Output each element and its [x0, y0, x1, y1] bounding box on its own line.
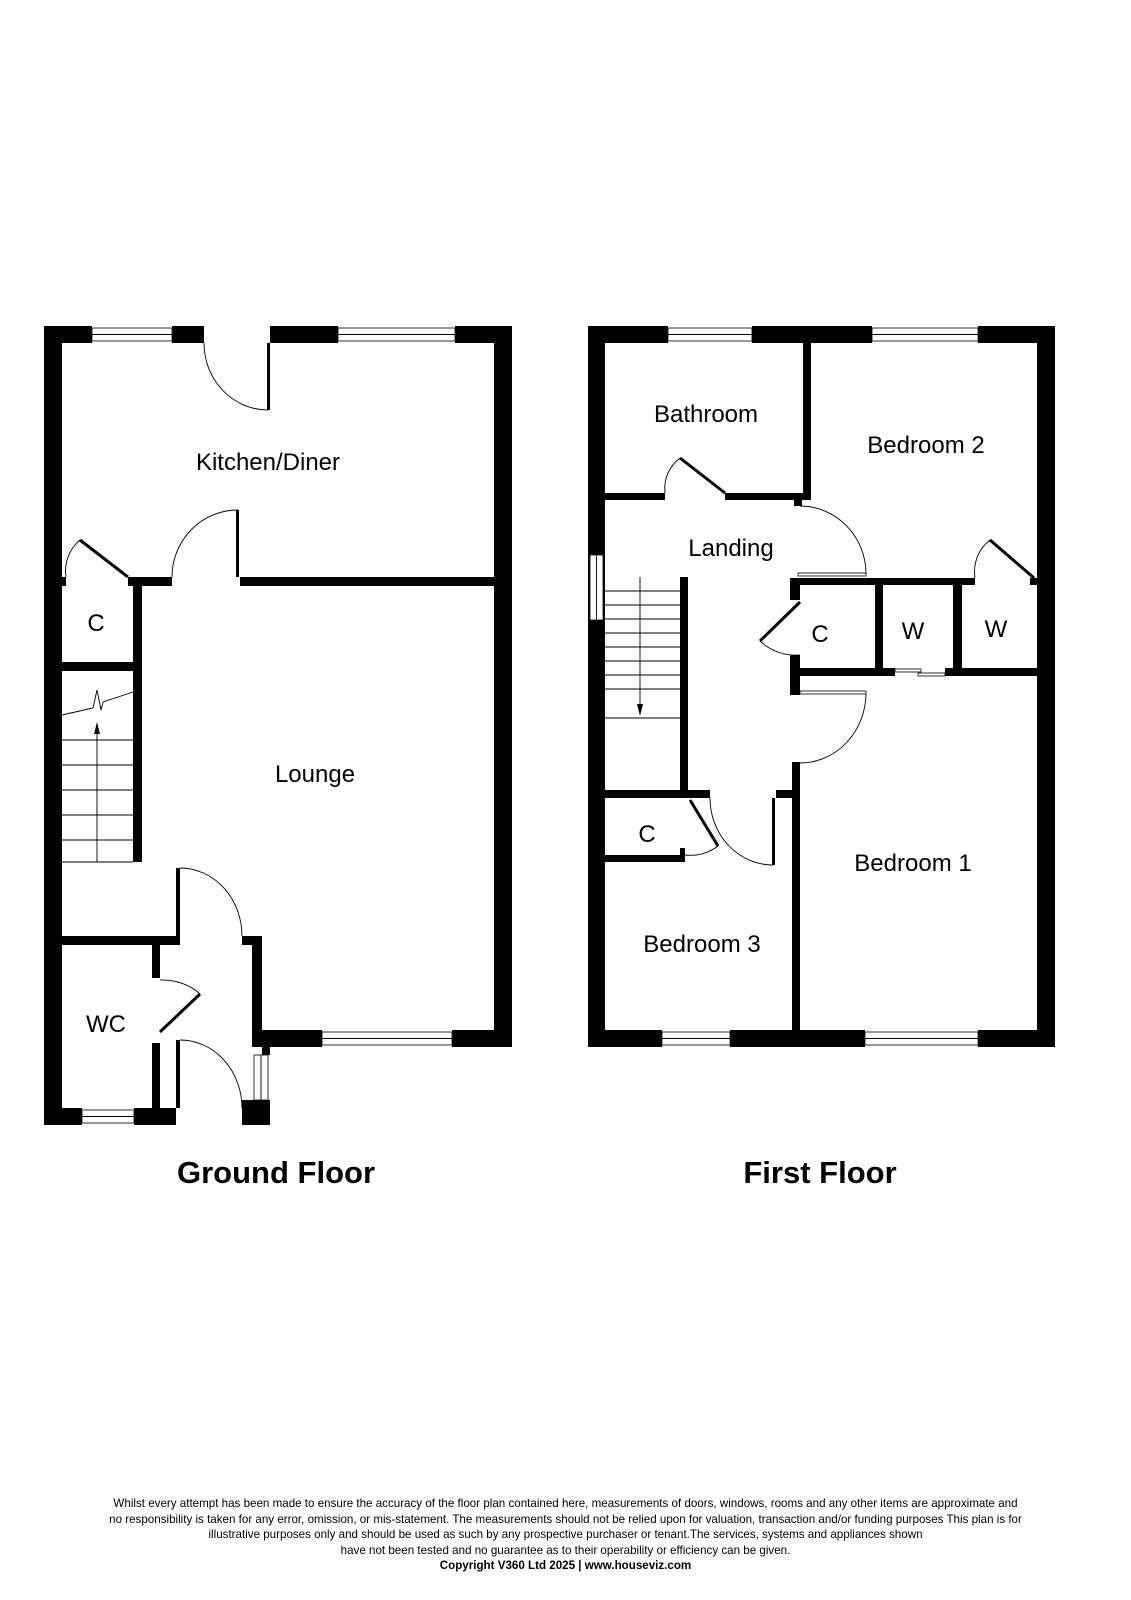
cupboard-door[interactable] [65, 538, 129, 579]
wall [152, 945, 160, 978]
bedroom-1-door[interactable] [799, 690, 867, 764]
room-label-wc: WC [86, 1011, 126, 1038]
room-label-bedroom-1: Bedroom 1 [854, 850, 971, 877]
wall [790, 668, 895, 676]
room-label-cupboard: C [811, 621, 828, 648]
wardrobe-1-sliding-door[interactable] [894, 668, 946, 677]
ground-floor-title: Ground Floor [177, 1155, 375, 1190]
wall [133, 586, 142, 862]
bedroom-3-cupboard-door[interactable] [684, 799, 720, 856]
disclaimer-line: Whilst every attempt has been made to en… [113, 1497, 1018, 1510]
wall [240, 577, 494, 586]
wall [588, 326, 605, 1047]
wall [242, 1100, 270, 1125]
wall [270, 326, 338, 343]
room-label-wardrobe: W [902, 618, 925, 645]
landing-cupboard-door[interactable] [758, 600, 802, 656]
wall [605, 493, 665, 500]
wall [172, 326, 204, 343]
wall [152, 1043, 160, 1125]
disclaimer-line: no responsibility is taken for any error… [109, 1512, 1022, 1526]
wall [803, 343, 811, 500]
staircase [605, 577, 680, 719]
wall [44, 326, 62, 1125]
wall [953, 585, 962, 672]
wall [44, 1108, 82, 1125]
wall [680, 577, 688, 798]
room-label-cupboard: C [638, 821, 655, 848]
wall [730, 1030, 865, 1047]
room-label-kitchen-diner: Kitchen/Diner [196, 449, 340, 476]
wall [252, 936, 262, 1047]
room-label-lounge: Lounge [275, 761, 355, 788]
first-floor-plan: Bathroom Bedroom 2 Landing C W W C Bedro… [588, 326, 1055, 1190]
wall [796, 578, 975, 585]
copyright: Copyright V360 Ltd 2025 | www.houseviz.c… [439, 1559, 692, 1572]
first-floor-title: First Floor [743, 1155, 896, 1190]
wall [605, 790, 710, 798]
wall [875, 585, 883, 672]
wall [978, 326, 1055, 343]
room-label-wardrobe: W [985, 616, 1008, 643]
room-label-bedroom-2: Bedroom 2 [867, 432, 984, 459]
wall [945, 668, 1037, 676]
wall [725, 493, 811, 500]
wall [752, 326, 872, 343]
wall [62, 662, 142, 671]
room-label-bedroom-3: Bedroom 3 [643, 931, 760, 958]
staircase [61, 689, 134, 863]
bedroom-2-door[interactable] [797, 505, 867, 577]
wall [792, 762, 800, 1030]
wall [494, 326, 512, 1047]
disclaimer-line: illustrative purposes only and should be… [208, 1528, 923, 1541]
wall [252, 1030, 322, 1047]
disclaimer-footer: Whilst every attempt has been made to en… [0, 1496, 1131, 1574]
bedroom-3-door[interactable] [709, 797, 775, 866]
front-door[interactable] [176, 1039, 243, 1109]
wall [776, 790, 800, 798]
wall [978, 1030, 1055, 1047]
room-label-cupboard: C [87, 610, 104, 637]
lounge-kitchen-door[interactable] [171, 509, 239, 578]
lounge-hall-door[interactable] [176, 867, 243, 945]
wall [605, 855, 685, 862]
wardrobe-2-door[interactable] [974, 538, 1035, 580]
wall [588, 1030, 662, 1047]
room-label-bathroom: Bathroom [654, 401, 758, 428]
wall [1037, 326, 1055, 1047]
wall [588, 326, 668, 343]
wall [44, 326, 92, 343]
room-label-landing: Landing [688, 535, 773, 562]
wall [62, 936, 176, 945]
wall [134, 1108, 176, 1125]
bathroom-door[interactable] [664, 456, 726, 495]
wall [790, 578, 800, 600]
wall [452, 1030, 512, 1047]
wc-door[interactable] [158, 979, 202, 1034]
ground-floor-plan: Kitchen/Diner C Lounge WC Ground Floor [44, 326, 512, 1190]
disclaimer-line: have not been tested and no guarantee as… [340, 1543, 791, 1557]
wall [128, 577, 172, 586]
back-door[interactable] [203, 342, 270, 411]
